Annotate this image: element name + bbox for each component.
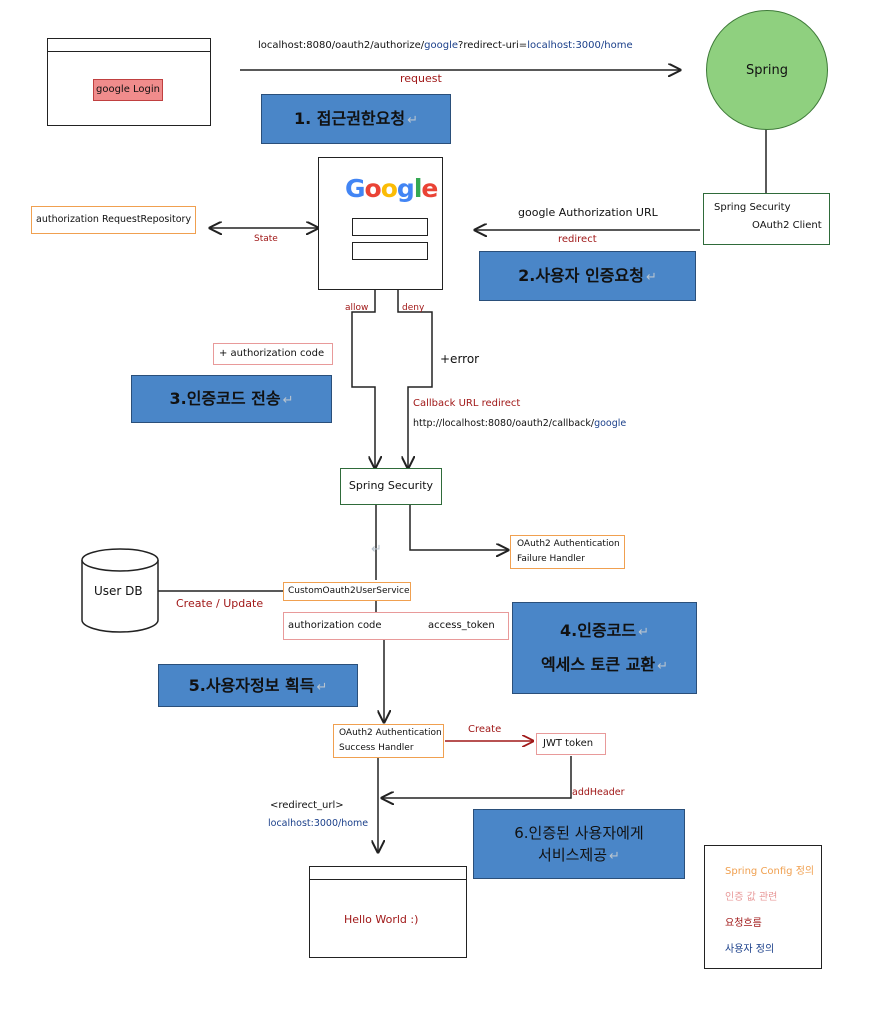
user-db-cylinder (81, 548, 159, 633)
failure-handler-line2: Failure Handler (517, 554, 585, 564)
hello-world-window: Hello World :) (309, 866, 467, 958)
hello-world-text: Hello World :) (344, 913, 419, 926)
request-url: localhost:8080/oauth2/authorize/google?r… (258, 40, 633, 51)
google-logo-letter: o (364, 174, 382, 203)
create-update-label: Create / Update (176, 597, 264, 610)
legend-item-spring-config: Spring Config 정의 (725, 866, 815, 877)
google-logo: Google (345, 174, 438, 203)
username-field[interactable] (352, 218, 428, 236)
user-db-label: User DB (94, 584, 143, 598)
step-2-label: 2.사용자 인증요청↵ (518, 266, 657, 285)
google-logo-letter: g (396, 174, 415, 203)
exchange-right: access_token (428, 620, 495, 631)
step-5-label: 5.사용자정보 획득↵ (188, 675, 328, 695)
hello-window-titlebar (310, 879, 466, 880)
jwt-token: JWT token (536, 733, 606, 755)
request-url-path: localhost:8080/oauth2/authorize/ (258, 40, 425, 51)
step-6-line2: 서비스제공↵ (538, 846, 620, 864)
step-6-line1: 6.인증된 사용자에게 (514, 823, 644, 842)
step-4-line1: 4.인증코드↵ (560, 621, 649, 640)
failure-handler-line1: OAuth2 Authentication (517, 539, 620, 549)
step-4-box: 4.인증코드↵ 엑세스 토큰 교환↵ (512, 602, 697, 694)
spring-security-box: Spring Security (340, 468, 442, 505)
step-1-label: 1. 접근권한요청↵ (293, 109, 418, 128)
code-exchange-box: authorization code access_token (283, 612, 509, 640)
spring-node: Spring (706, 10, 828, 130)
password-field[interactable] (352, 242, 428, 260)
callback-title: Callback URL redirect (413, 398, 521, 409)
step-4-line2: 엑세스 토큰 교환↵ (540, 655, 669, 674)
callback-url-provider: google (594, 418, 627, 429)
step-1-box: 1. 접근권한요청↵ (261, 94, 451, 144)
request-caption: request (400, 72, 442, 85)
redirect-url-host: localhost:3000/home (268, 818, 369, 829)
redirect-caption: redirect (558, 234, 597, 245)
request-url-param: ?redirect-uri= (458, 40, 528, 51)
redirect-url-label: <redirect_url> (270, 800, 344, 811)
google-logo-letter: o (380, 174, 398, 203)
request-url-provider: google (424, 40, 459, 51)
step-3-box: 3.인증코드 전송↵ (131, 375, 332, 423)
legend-item-auth-values: 인증 값 관련 (725, 892, 778, 903)
google-login-button[interactable]: google Login (93, 79, 163, 101)
google-authorization-url: google Authorization URL (518, 206, 658, 219)
legend-item-request-flow: 요청흐름 (725, 918, 762, 929)
custom-oauth2-user-service: CustomOauth2UserService (283, 582, 411, 601)
callback-url: http://localhost:8080/oauth2/callback/go… (413, 418, 626, 429)
create-label: Create (468, 724, 502, 735)
window-titlebar (48, 51, 210, 52)
state-caption: State (254, 234, 278, 244)
success-handler-line2: Success Handler (339, 743, 414, 753)
authorization-code-tag: + authorization code (213, 343, 333, 365)
callback-url-path: http://localhost:8080/oauth2/callback/ (413, 418, 595, 429)
allow-label: allow (345, 303, 369, 313)
google-auth-page: Google (318, 157, 443, 290)
spring-security-oauth2-client: Spring Security OAuth2 Client (703, 193, 830, 245)
oauth2-failure-handler: OAuth2 Authentication Failure Handler (510, 535, 625, 569)
exchange-left: authorization code (288, 620, 382, 631)
step-3-label: 3.인증코드 전송↵ (169, 389, 294, 408)
legend-item-user-defined: 사용자 정의 (725, 944, 775, 955)
step-6-box: 6.인증된 사용자에게 서비스제공↵ (473, 809, 685, 879)
client-line1: Spring Security (714, 202, 791, 213)
oauth2-success-handler: OAuth2 Authentication Success Handler (333, 724, 444, 758)
google-logo-letter: G (345, 174, 366, 203)
authorization-request-repository: authorization RequestRepository (31, 206, 196, 234)
google-logo-letter: l (413, 174, 423, 203)
legend: Spring Config 정의 인증 값 관련 요청흐름 사용자 정의 (704, 845, 822, 969)
step-5-box: 5.사용자정보 획득↵ (158, 664, 358, 707)
return-mark: ↵ (371, 542, 382, 557)
login-window: google Login (47, 38, 211, 126)
request-url-host: localhost:3000/home (527, 40, 633, 51)
add-header-label: addHeader (572, 787, 625, 798)
success-handler-line1: OAuth2 Authentication (339, 728, 442, 738)
client-line2: OAuth2 Client (752, 220, 822, 231)
spring-label: Spring (746, 62, 788, 78)
deny-label: deny (402, 303, 425, 313)
google-logo-letter: e (421, 174, 438, 203)
error-tag: +error (440, 352, 480, 366)
step-2-box: 2.사용자 인증요청↵ (479, 251, 696, 301)
